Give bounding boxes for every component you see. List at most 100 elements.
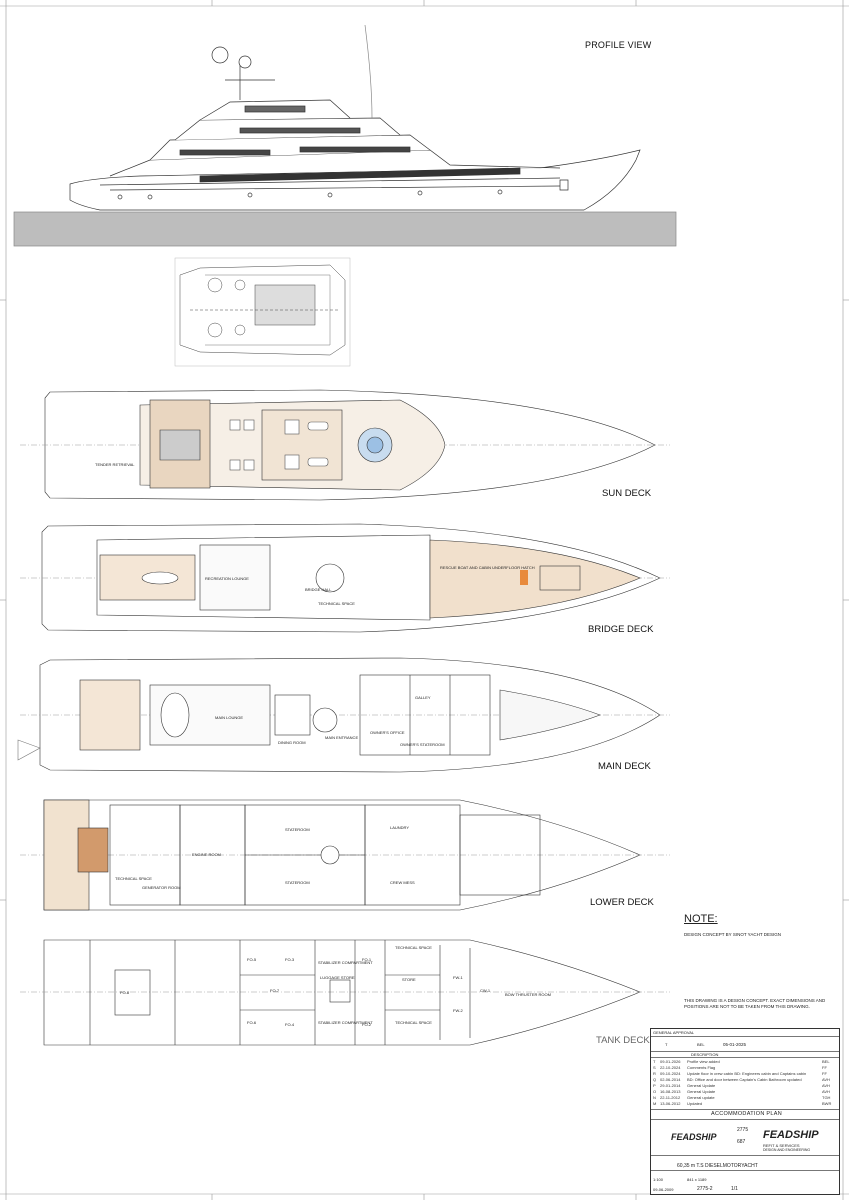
rev-code: R (653, 1071, 656, 1076)
water-band (13, 211, 677, 247)
tank-tech1-label: TECHNICAL SPACE (395, 945, 432, 950)
lower-laundry-label: LAUNDRY (390, 825, 410, 830)
lower-stateroom-2-label: STATEROOM (285, 880, 310, 885)
project-number: 2775 (737, 1127, 749, 1133)
revision-row: M 13-06-2012 Updated BWR (652, 1101, 837, 1107)
rev-code: Q (653, 1077, 657, 1082)
lower-tech-label: TECHNICAL SPACE (115, 876, 152, 881)
bridge-tender-label: RESCUE BOAT AND CABIN UNDERFLOOR HATCH (440, 565, 535, 570)
lower-deck-label: LOWER DECK (590, 897, 654, 908)
rev-desc: General Update (687, 1083, 716, 1088)
tank-fo2-label: FO-2 (362, 1022, 372, 1027)
rev-by: AVH (822, 1077, 830, 1082)
format-value: 841 x 1189 (687, 1177, 707, 1182)
rev-code: T (653, 1059, 656, 1064)
top-view-small (174, 257, 351, 367)
rev-desc: General Update (687, 1089, 716, 1094)
rev-desc: General update (687, 1095, 715, 1100)
main-galley-label: GALLEY (415, 695, 431, 700)
tank-fw2-label: FW-2 (453, 1008, 463, 1013)
company-logo: FEADSHIP (763, 1129, 819, 1141)
rev-date: 02-06-2014 (660, 1077, 681, 1082)
rev-by: FF (822, 1071, 827, 1076)
tank-fo8-label: FO-8 (120, 990, 130, 995)
note-title: NOTE: (684, 913, 718, 925)
main-dining-label: DINING ROOM (278, 740, 306, 745)
tb-revision: T (665, 1042, 668, 1047)
company-sub: REFIT & SERVICES (763, 1143, 800, 1148)
main-lounge-label: MAIN LOUNGE (215, 715, 244, 720)
tb-date: 05-01-2025 (723, 1042, 747, 1047)
rev-by: AVH (822, 1083, 830, 1088)
vessel-name: 60,35 m T.S DIESELMOTORYACHT (677, 1163, 758, 1169)
profile-view-label: PROFILE VIEW (585, 40, 652, 50)
drawing-number: 2775-2 (697, 1186, 713, 1192)
hull-profile (69, 149, 641, 211)
sun-deck-label: SUN DECK (602, 488, 652, 499)
sun-deck-plan (20, 389, 670, 501)
rev-date: 16-08-2013 (660, 1089, 681, 1094)
tank-fo4-label: FO-4 (285, 1022, 295, 1027)
revision-row: S 22-10-2024 Comments Flag FF (652, 1065, 837, 1071)
lower-deck-plan (20, 799, 670, 911)
sheet-number: 1/1 (731, 1186, 738, 1192)
yard-logo: FEADSHIP (671, 1132, 717, 1142)
rev-desc: BD: Office and door between Captain's Ca… (687, 1077, 802, 1082)
revision-row: T 09-01-2026 Profile view added BEL (652, 1059, 837, 1065)
rev-by: FF (822, 1065, 827, 1070)
rev-date: 29-01-2014 (660, 1083, 681, 1088)
scale-value: 1:100 (653, 1177, 664, 1182)
tank-luggage-label: LUGGAGE STORE (320, 975, 355, 980)
rev-code: S (653, 1065, 656, 1070)
tank-fo1-label: FO-1 (362, 957, 372, 962)
rev-by: BWR (822, 1101, 832, 1106)
rev-date: 09-10-2024 (660, 1071, 681, 1076)
tank-fw1-label: FW-1 (453, 975, 463, 980)
revision-row: Q 02-06-2014 BD: Office and door between… (652, 1077, 837, 1083)
rev-by: AVH (822, 1089, 830, 1094)
rev-desc: Comments Flag (687, 1065, 716, 1070)
tb-rev-header: DESCRIPTION (691, 1052, 719, 1057)
rev-date: 22-11-2012 (660, 1095, 681, 1100)
yard-number: 687 (737, 1139, 746, 1145)
bridge-hall-label: BRIDGE HALL (305, 587, 332, 592)
title-block: GENERAL APPROVAL T BEL 05-01-2025 DESCRI… (650, 1028, 840, 1195)
lower-gen-label: GENERATOR ROOM (142, 885, 181, 890)
main-deck-plan (17, 657, 670, 773)
rev-date: 22-10-2024 (660, 1065, 681, 1070)
lower-stateroom-1-label: STATEROOM (285, 827, 310, 832)
rev-date: 09-01-2026 (660, 1059, 681, 1064)
bridge-deck-plan (20, 523, 670, 633)
tank-cw1-label: CW-1 (480, 988, 491, 993)
drawing-title: ACCOMMODATION PLAN (711, 1111, 782, 1117)
rev-date: 13-06-2012 (660, 1101, 681, 1106)
tank-deck-plan (20, 939, 670, 1046)
tank-stab1-label: STABILIZER COMPARTMENT (318, 960, 373, 965)
tank-store-label: STORE (402, 977, 416, 982)
bridge-tech-label: TECHNICAL SPACE (318, 601, 355, 606)
tank-fo7-label: FO-7 (270, 988, 280, 993)
tb-general-approval: GENERAL APPROVAL (653, 1030, 695, 1035)
main-office-label: OWNER'S OFFICE (370, 730, 405, 735)
rev-code: N (653, 1095, 656, 1100)
note-line-2: THIS DRAWING IS A DESIGN CONCEPT. EXACT … (684, 998, 826, 1009)
rev-desc: Profile view added (687, 1059, 720, 1064)
rev-by: TGH (822, 1095, 831, 1100)
tank-stab2-label: STABILIZER COMPARTMENT (318, 1020, 373, 1025)
rev-desc: Updated (687, 1101, 703, 1106)
rev-code: P (653, 1083, 656, 1088)
bridge-rec-label: RECREATION LOUNGE (205, 576, 249, 581)
company-sub-2: DESIGN AND ENGINEERING (763, 1148, 811, 1152)
note-line-1: DESIGN CONCEPT BY SINOT YACHT DESIGN (684, 932, 782, 937)
profile-view (13, 24, 677, 247)
tank-tech2-label: TECHNICAL SPACE (395, 1020, 432, 1025)
revision-row: R 09-10-2024 Update floor in crew cabin … (652, 1071, 837, 1077)
bridge-deck-label: BRIDGE DECK (588, 624, 654, 635)
main-deck-label: MAIN DECK (598, 761, 651, 772)
tank-bow-label: BOW THRUSTER ROOM (505, 992, 551, 997)
lower-engine-label: ENGINE ROOM (192, 852, 221, 857)
tank-fo5-label: FO-5 (247, 957, 257, 962)
main-entrance-label: MAIN ENTRANCE (325, 735, 359, 740)
rev-code: O (653, 1089, 657, 1094)
